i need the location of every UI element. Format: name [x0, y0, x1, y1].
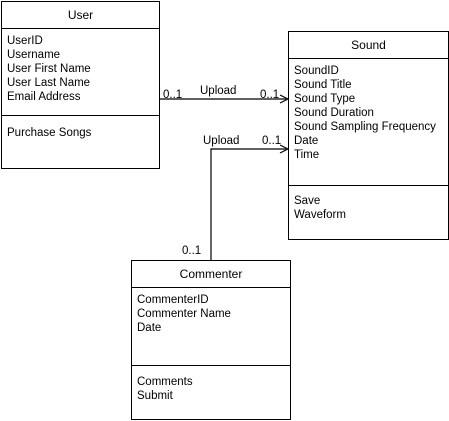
attribute: Date	[137, 322, 162, 334]
attribute-list: UserID Username User First Name User Las…	[7, 34, 91, 104]
attribute: Email Address	[7, 91, 81, 103]
divider	[132, 287, 290, 288]
attribute: Date	[294, 135, 319, 147]
target-multiplicity: 0..1	[260, 89, 280, 101]
divider	[289, 58, 448, 59]
method: Comments	[137, 376, 193, 388]
attribute: Sound Title	[294, 79, 352, 91]
attribute: Sound Duration	[294, 107, 374, 119]
sound-class[interactable]: Sound SoundID Sound Title Sound Type Sou…	[288, 31, 449, 240]
attribute: Sound Sampling Frequency	[294, 121, 436, 133]
target-multiplicity: 0..1	[262, 135, 282, 147]
method-list: Purchase Songs	[7, 126, 91, 140]
method: Purchase Songs	[7, 127, 92, 139]
attribute: CommenterID	[137, 294, 209, 306]
commenter-class[interactable]: Commenter CommenterID Commenter Name Dat…	[131, 260, 291, 420]
attribute: Time	[294, 149, 320, 161]
attribute: User Last Name	[7, 77, 91, 89]
method: Save	[294, 195, 321, 207]
divider	[289, 185, 448, 186]
attribute-list: SoundID Sound Title Sound Type Sound Dur…	[294, 64, 436, 162]
class-name: User	[67, 8, 94, 22]
association-label: Upload	[200, 85, 237, 97]
class-name: Commenter	[179, 267, 243, 281]
method: Waveform	[294, 209, 346, 221]
user-class[interactable]: User UserID Username User First Name Use…	[1, 1, 160, 169]
method-list: Comments Submit	[137, 375, 193, 403]
method: Submit	[137, 390, 173, 402]
attribute: Username	[7, 49, 61, 61]
attribute: UserID	[7, 35, 43, 47]
source-multiplicity: 0..1	[182, 245, 202, 257]
divider	[132, 365, 290, 366]
divider	[2, 115, 159, 116]
divider	[2, 28, 159, 29]
attribute: User First Name	[7, 63, 91, 75]
attribute-list: CommenterID Commenter Name Date	[137, 293, 231, 335]
association-label: Upload	[203, 135, 240, 147]
attribute: Sound Type	[294, 93, 356, 105]
attribute: Commenter Name	[137, 308, 231, 320]
method-list: Save Waveform	[294, 194, 346, 222]
source-multiplicity: 0..1	[163, 89, 183, 101]
attribute: SoundID	[294, 65, 339, 77]
commenter-sound-association	[210, 144, 290, 260]
class-name: Sound	[351, 38, 386, 52]
